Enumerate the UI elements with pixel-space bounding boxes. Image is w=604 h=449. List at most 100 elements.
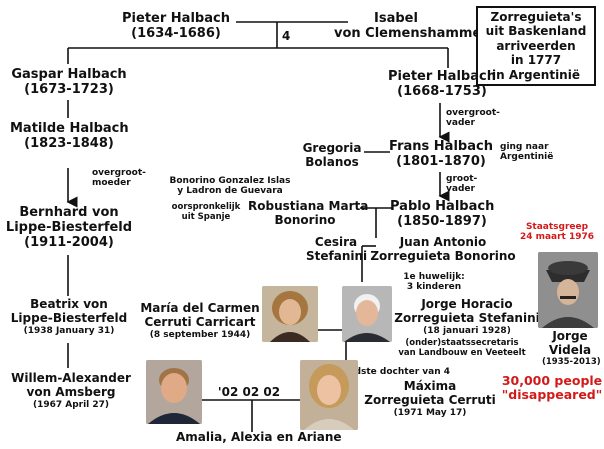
person-dates: (1938 January 31) xyxy=(23,325,115,336)
photo-maxima xyxy=(300,360,358,430)
portrait-woman-icon xyxy=(262,286,318,342)
person-name-line2: Bolanos xyxy=(305,154,359,169)
label-line: 24 maart 1976 xyxy=(519,232,595,243)
person-name-line2: Lippe-Biesterfeld xyxy=(5,219,133,235)
note-line: arriveerden xyxy=(496,38,576,53)
note-line: in Argentinië xyxy=(492,67,580,82)
person-name: Isabel xyxy=(374,11,418,26)
person-name: Máxima xyxy=(403,379,457,393)
portrait-general-icon xyxy=(538,252,598,328)
label-line: Argentinië xyxy=(500,152,554,163)
person-name: María del Carmen xyxy=(140,301,260,315)
person-dates: (1801-1870) xyxy=(396,153,486,169)
portrait-man-icon xyxy=(146,360,202,424)
person-name: Cesira xyxy=(314,235,358,249)
person-name: Pieter Halbach xyxy=(388,69,496,84)
label-oorspronkelijk-uit-spanje: oorspronkelijk uit Spanje xyxy=(166,202,246,223)
label-line: 1e huwelijk: xyxy=(403,272,465,282)
person-frans-halbach: Frans Halbach (1801-1870) xyxy=(388,139,494,170)
label-line: ging naar xyxy=(500,142,549,152)
label-wedding-date: '02 02 02 xyxy=(217,385,281,399)
note-line: in 1777 xyxy=(510,53,562,68)
person-name: Juan Antonio xyxy=(399,235,487,249)
label-eerste-huwelijk: 1e huwelijk: 3 kinderen xyxy=(396,272,472,293)
person-name-line2: y Ladron de Guevara xyxy=(177,186,283,197)
person-gregoria-bolanos: Gregoria Bolanos xyxy=(300,141,364,170)
person-juan-antonio-zorreguieta: Juan Antonio Zorreguieta Bonorino xyxy=(370,235,516,264)
portrait-man-icon xyxy=(342,286,392,342)
person-name: Jorge Horacio xyxy=(421,297,513,311)
person-jorge-videla: Jorge Videla (1935-2013) xyxy=(542,329,601,367)
label-line: vader xyxy=(446,118,475,129)
photo-maria-del-carmen xyxy=(262,286,318,342)
person-dates: (8 september 1944) xyxy=(149,329,251,340)
person-isabel-von-clemenshammer: Isabel von Clemenshammer xyxy=(334,11,488,42)
label-line: overgroot- xyxy=(446,108,500,118)
portrait-woman-icon xyxy=(300,360,358,430)
label-line: uit Spanje xyxy=(181,211,231,222)
label-line: Staatsgreep xyxy=(525,222,589,232)
person-name-line2: Cerruti Carricart xyxy=(144,314,256,329)
person-name: Bernhard von xyxy=(19,205,119,220)
note-line: Zorreguieta's xyxy=(490,10,582,24)
person-robustiana-marta-bonorino: Robustiana Marta Bonorino xyxy=(248,199,369,228)
person-maxima-zorreguieta-cerruti: Máxima Zorreguieta Cerruti (1971 May 17) xyxy=(360,379,500,418)
person-name: Gaspar Halbach xyxy=(11,67,127,82)
person-name-line2: Zorreguieta Bonorino xyxy=(370,248,516,263)
person-dates: (1967 April 27) xyxy=(32,399,110,410)
person-name-line2: Videla xyxy=(548,342,592,357)
person-pablo-halbach: Pablo Halbach (1850-1897) xyxy=(390,199,494,230)
label-grootvader: groot- vader xyxy=(446,174,477,195)
person-willem-alexander-von-amsberg: Willem-Alexander von Amsberg (1967 April… xyxy=(4,371,138,410)
label-staatssecretaris: (onder)staatssecretaris van Landbouw en … xyxy=(394,338,530,359)
person-beatrix-von-lippe-biesterfeld: Beatrix von Lippe-Biesterfeld (1938 Janu… xyxy=(4,297,134,336)
person-dates: (1823-1848) xyxy=(24,135,114,151)
person-jorge-horacio-zorreguieta: Jorge Horacio Zorreguieta Stefanini (18 … xyxy=(392,297,542,336)
person-name: Frans Halbach xyxy=(389,139,493,154)
person-pieter-halbach-1634: Pieter Halbach (1634-1686) xyxy=(120,11,232,42)
person-gaspar-halbach: Gaspar Halbach (1673-1723) xyxy=(10,67,128,98)
person-matilde-halbach: Matilde Halbach (1823-1848) xyxy=(10,121,129,152)
person-name-line2: von Amsberg xyxy=(26,384,116,399)
person-name-line2: Stefanini xyxy=(306,248,368,263)
label-ging-naar-argentinie: ging naar Argentinië xyxy=(500,142,553,163)
label-line: oorspronkelijk xyxy=(171,202,241,212)
person-name: Gregoria xyxy=(302,141,362,155)
person-pieter-halbach-1668: Pieter Halbach (1668-1753) xyxy=(386,69,498,100)
generation-count-label: 4 xyxy=(282,29,291,43)
label-line: (onder)staatssecretaris xyxy=(405,338,519,348)
children-names: Amalia, Alexia en Ariane xyxy=(176,430,342,444)
person-cesira-stefanini: Cesira Stefanini xyxy=(306,235,368,264)
person-maria-del-carmen-cerruti: María del Carmen Cerruti Carricart (8 se… xyxy=(138,301,262,340)
person-dates: (1935-2013) xyxy=(542,356,601,367)
photo-willem-alexander xyxy=(146,360,202,424)
label-line: van Landbouw en Veeteelt xyxy=(398,347,526,358)
person-dates: (1673-1723) xyxy=(24,81,114,97)
person-name-line2: von Clemenshammer xyxy=(334,25,488,41)
person-name: Willem-Alexander xyxy=(11,371,131,385)
label-line: groot- xyxy=(446,174,478,184)
person-dates: (1668-1753) xyxy=(397,83,487,99)
label-30000-disappeared: 30,000 people "disappeared" xyxy=(500,373,604,403)
person-bonorino-gonzalez-islas: Bonorino Gonzalez Islas y Ladron de Guev… xyxy=(162,176,298,197)
label-line: "disappeared" xyxy=(501,387,603,403)
person-name: Jorge xyxy=(552,329,588,343)
person-name: Beatrix von xyxy=(30,297,108,311)
person-name: Bonorino Gonzalez Islas xyxy=(169,176,291,186)
person-name-line2: Lippe-Biesterfeld xyxy=(10,310,128,325)
person-dates: (1850-1897) xyxy=(397,213,487,229)
label-line: moeder xyxy=(92,178,131,189)
person-dates: (1971 May 17) xyxy=(393,407,467,418)
photo-jorge-horacio xyxy=(342,286,392,342)
person-dates: (18 januari 1928) xyxy=(423,325,511,336)
label-overgrootvader: overgroot- vader xyxy=(446,108,500,129)
note-box-text: Zorreguieta's uit Baskenland arriveerden… xyxy=(478,8,594,82)
label-line: vader xyxy=(446,184,475,195)
label-oudste-dochter: oudste dochter van 4 xyxy=(341,367,451,377)
person-bernhard-von-lippe-biesterfeld: Bernhard von Lippe-Biesterfeld (1911-200… xyxy=(4,205,134,251)
person-name-line2: Zorreguieta Stefanini xyxy=(394,310,540,325)
person-name: Pieter Halbach xyxy=(122,11,230,26)
label-line: 30,000 people xyxy=(501,373,603,388)
person-name: Robustiana Marta xyxy=(248,199,369,213)
person-name-line2: Bonorino xyxy=(274,212,336,227)
